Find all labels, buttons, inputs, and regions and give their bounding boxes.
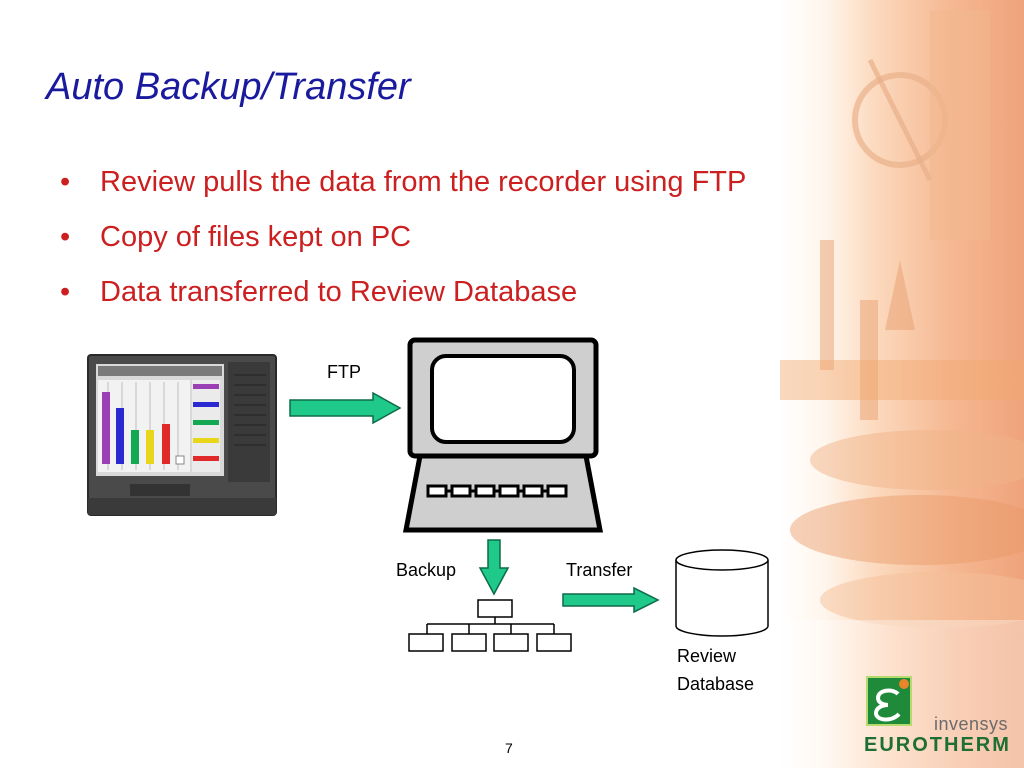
page-number: 7 [505, 740, 513, 756]
database-icon [675, 549, 769, 637]
bullet-item: • Data transferred to Review Database [60, 270, 746, 325]
database-label-line: Review [677, 646, 737, 666]
bullet-glyph: • [60, 166, 71, 198]
database-label-line: Database [677, 674, 755, 694]
eurotherm-wordmark: EUROTHERM [864, 734, 1011, 756]
bullet-glyph: • [60, 221, 71, 253]
ftp-arrow-icon [289, 391, 402, 425]
background-photo-band [780, 0, 1024, 768]
computer-icon [402, 337, 604, 533]
transfer-label: Transfer [566, 560, 633, 580]
eurotherm-logo-mark-icon [866, 676, 912, 726]
bullet-text: Review pulls the data from the recorder … [100, 166, 747, 198]
slide-title: Auto Backup/Transfer [46, 66, 411, 108]
industrial-photo-decoration [780, 10, 1024, 768]
eurotherm-logo: invensys EUROTHERM [862, 676, 1012, 756]
bullet-text: Data transferred to Review Database [100, 276, 578, 308]
backup-label: Backup [396, 560, 457, 580]
database-label: Review Database [677, 642, 754, 698]
invensys-wordmark: invensys [934, 714, 1009, 734]
bullet-item: • Review pulls the data from the recorde… [60, 160, 746, 215]
recorder-device-icon [87, 354, 277, 516]
bullet-text: Copy of files kept on PC [100, 221, 412, 253]
transfer-arrow-icon [562, 586, 660, 614]
ftp-label: FTP [327, 362, 361, 382]
bullet-item: • Copy of files kept on PC [60, 215, 746, 270]
backup-arrow-icon [478, 539, 510, 596]
bullet-list: • Review pulls the data from the recorde… [60, 160, 746, 325]
bullet-glyph: • [60, 276, 71, 308]
file-tree-icon [408, 599, 572, 652]
